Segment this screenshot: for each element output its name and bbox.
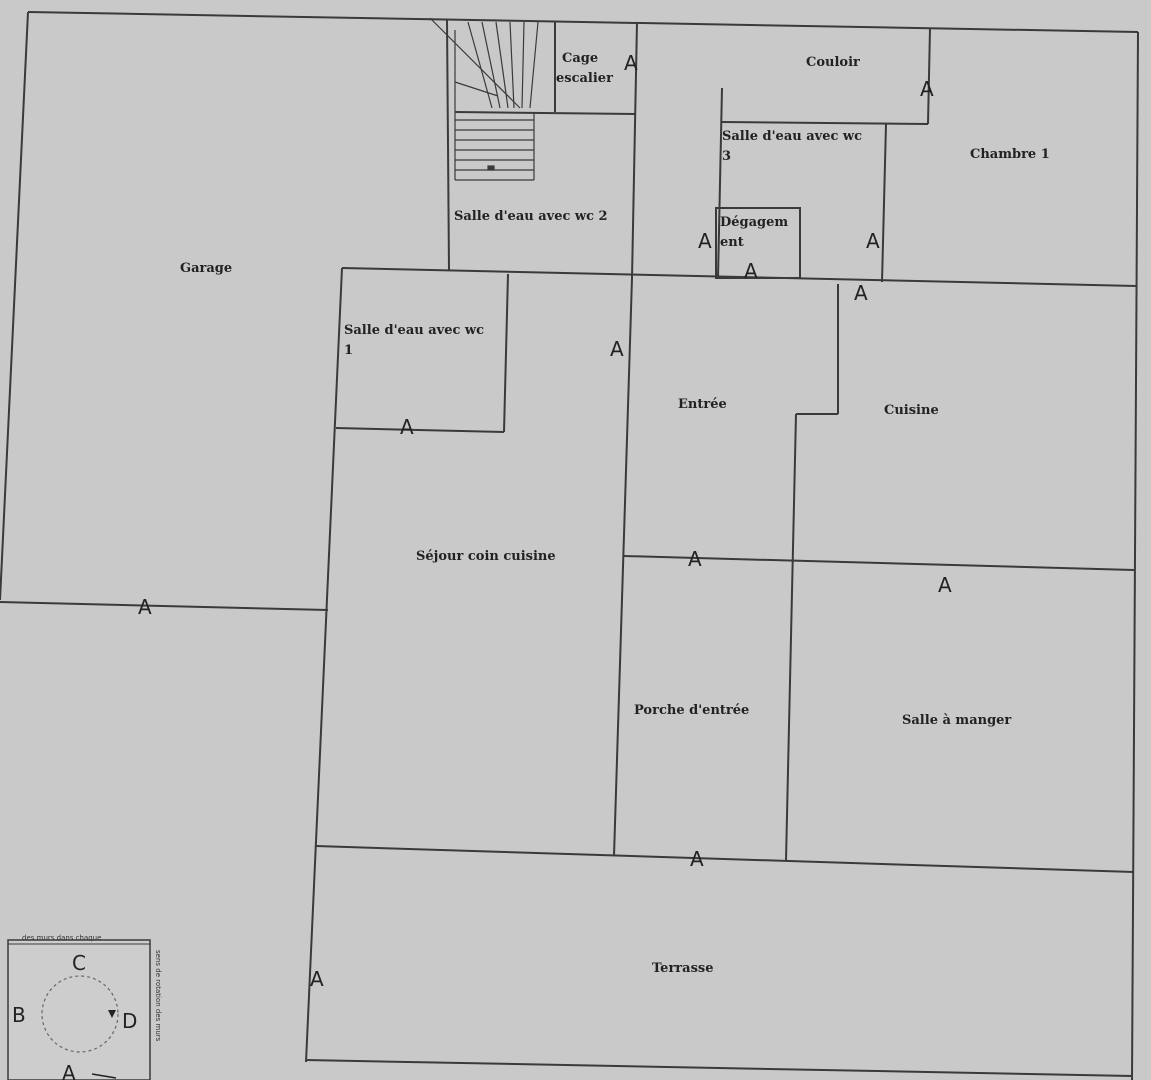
wall — [454, 111, 637, 115]
wall — [315, 845, 1135, 873]
wall-marker: A — [866, 229, 880, 253]
legend-box — [7, 939, 151, 1080]
wall-marker: A — [744, 259, 758, 283]
label-porche: Porche d'entrée — [634, 703, 749, 718]
wall-marker: A — [854, 281, 868, 305]
wall — [335, 427, 505, 433]
label-terrasse: Terrasse — [652, 961, 713, 976]
wall-marker: A — [920, 77, 934, 101]
legend-caption: des murs dans chaque — [22, 934, 101, 942]
wall-marker: A — [138, 595, 152, 619]
wall-marker: A — [938, 573, 952, 597]
wall — [613, 277, 633, 857]
label-couloir: Couloir — [806, 55, 860, 70]
wall — [631, 21, 638, 279]
wall-marker: A — [624, 51, 638, 75]
wall — [927, 27, 931, 125]
wall-marker: A — [610, 337, 624, 361]
label-entree: Entrée — [678, 397, 727, 412]
label-degagement-2: ent — [720, 235, 744, 250]
wall — [785, 413, 797, 861]
wall — [1131, 31, 1139, 1080]
walls — [0, 11, 1139, 1080]
rotation-circle — [41, 975, 119, 1053]
label-sde1-num: 1 — [344, 343, 353, 358]
rotation-arrow-icon — [108, 1010, 116, 1018]
label-sde2: Salle d'eau avec wc 2 — [454, 209, 608, 224]
wall — [623, 555, 1135, 571]
wall-marker: A — [688, 547, 702, 571]
staircase — [429, 17, 539, 181]
wall — [305, 267, 343, 1063]
wall — [881, 123, 887, 283]
label-sde3-num: 3 — [722, 149, 731, 164]
wall-markers: A A A A A A A A A A A A A — [138, 51, 952, 991]
label-sejour: Séjour coin cuisine — [416, 549, 556, 564]
wall — [305, 1059, 1133, 1077]
wall — [715, 207, 801, 279]
wall — [717, 87, 723, 279]
wall — [503, 273, 509, 433]
wall-marker: A — [698, 229, 712, 253]
room-labels: Garage Cage escalier Couloir Chambre 1 S… — [180, 51, 1050, 976]
legend-letter-d: D — [122, 1009, 137, 1033]
label-cage-escalier-2: escalier — [556, 71, 613, 86]
legend-letter-c: C — [72, 951, 86, 975]
legend-side-caption: sens de rotation des murs — [154, 950, 162, 1042]
wall-marker: A — [690, 847, 704, 871]
label-degagement: Dégagem — [720, 215, 788, 230]
wall — [0, 11, 29, 601]
wall — [721, 121, 929, 125]
wall — [446, 19, 450, 271]
legend-letter-b: B — [12, 1003, 26, 1027]
wall-marker: A — [310, 967, 324, 991]
legend-letter-a: A — [62, 1061, 76, 1080]
wall-marker: A — [400, 415, 414, 439]
label-chambre-1: Chambre 1 — [970, 147, 1050, 162]
legend: des murs dans chaque sens de rotation de… — [7, 934, 162, 1080]
label-garage: Garage — [180, 261, 232, 276]
label-sde3: Salle d'eau avec wc — [722, 129, 862, 144]
label-cuisine: Cuisine — [884, 403, 939, 418]
wall — [0, 601, 329, 611]
label-sde1: Salle d'eau avec wc — [344, 323, 484, 338]
wall — [27, 11, 1139, 33]
label-cage-escalier: Cage — [562, 51, 598, 66]
label-salle-a-manger: Salle à manger — [902, 713, 1011, 728]
